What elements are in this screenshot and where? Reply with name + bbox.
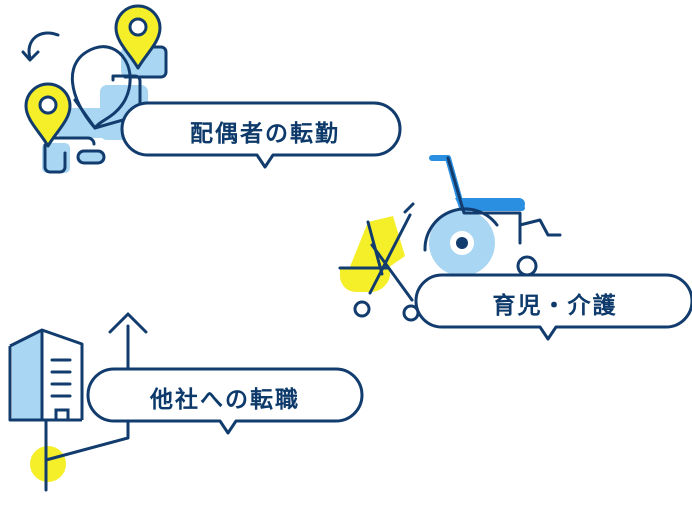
curved-arrow-icon [21,31,60,62]
up-arrow-icon [44,312,148,492]
speech-bubble-spouse [120,101,402,169]
job-change-label: 他社への転職 [150,387,300,413]
spouse-transfer-label: 配偶者の転勤 [190,121,340,147]
wheelchair-icon [423,155,562,277]
childcare-nursing-label: 育児・介護 [492,293,618,319]
stroller-icon [338,202,420,322]
speech-bubble-care [414,273,692,341]
map-pin-icon [114,4,162,70]
building-icon [8,328,84,422]
location-dot-icon [30,446,66,482]
speech-bubble-job [86,367,364,435]
map-pin-icon [24,82,72,148]
